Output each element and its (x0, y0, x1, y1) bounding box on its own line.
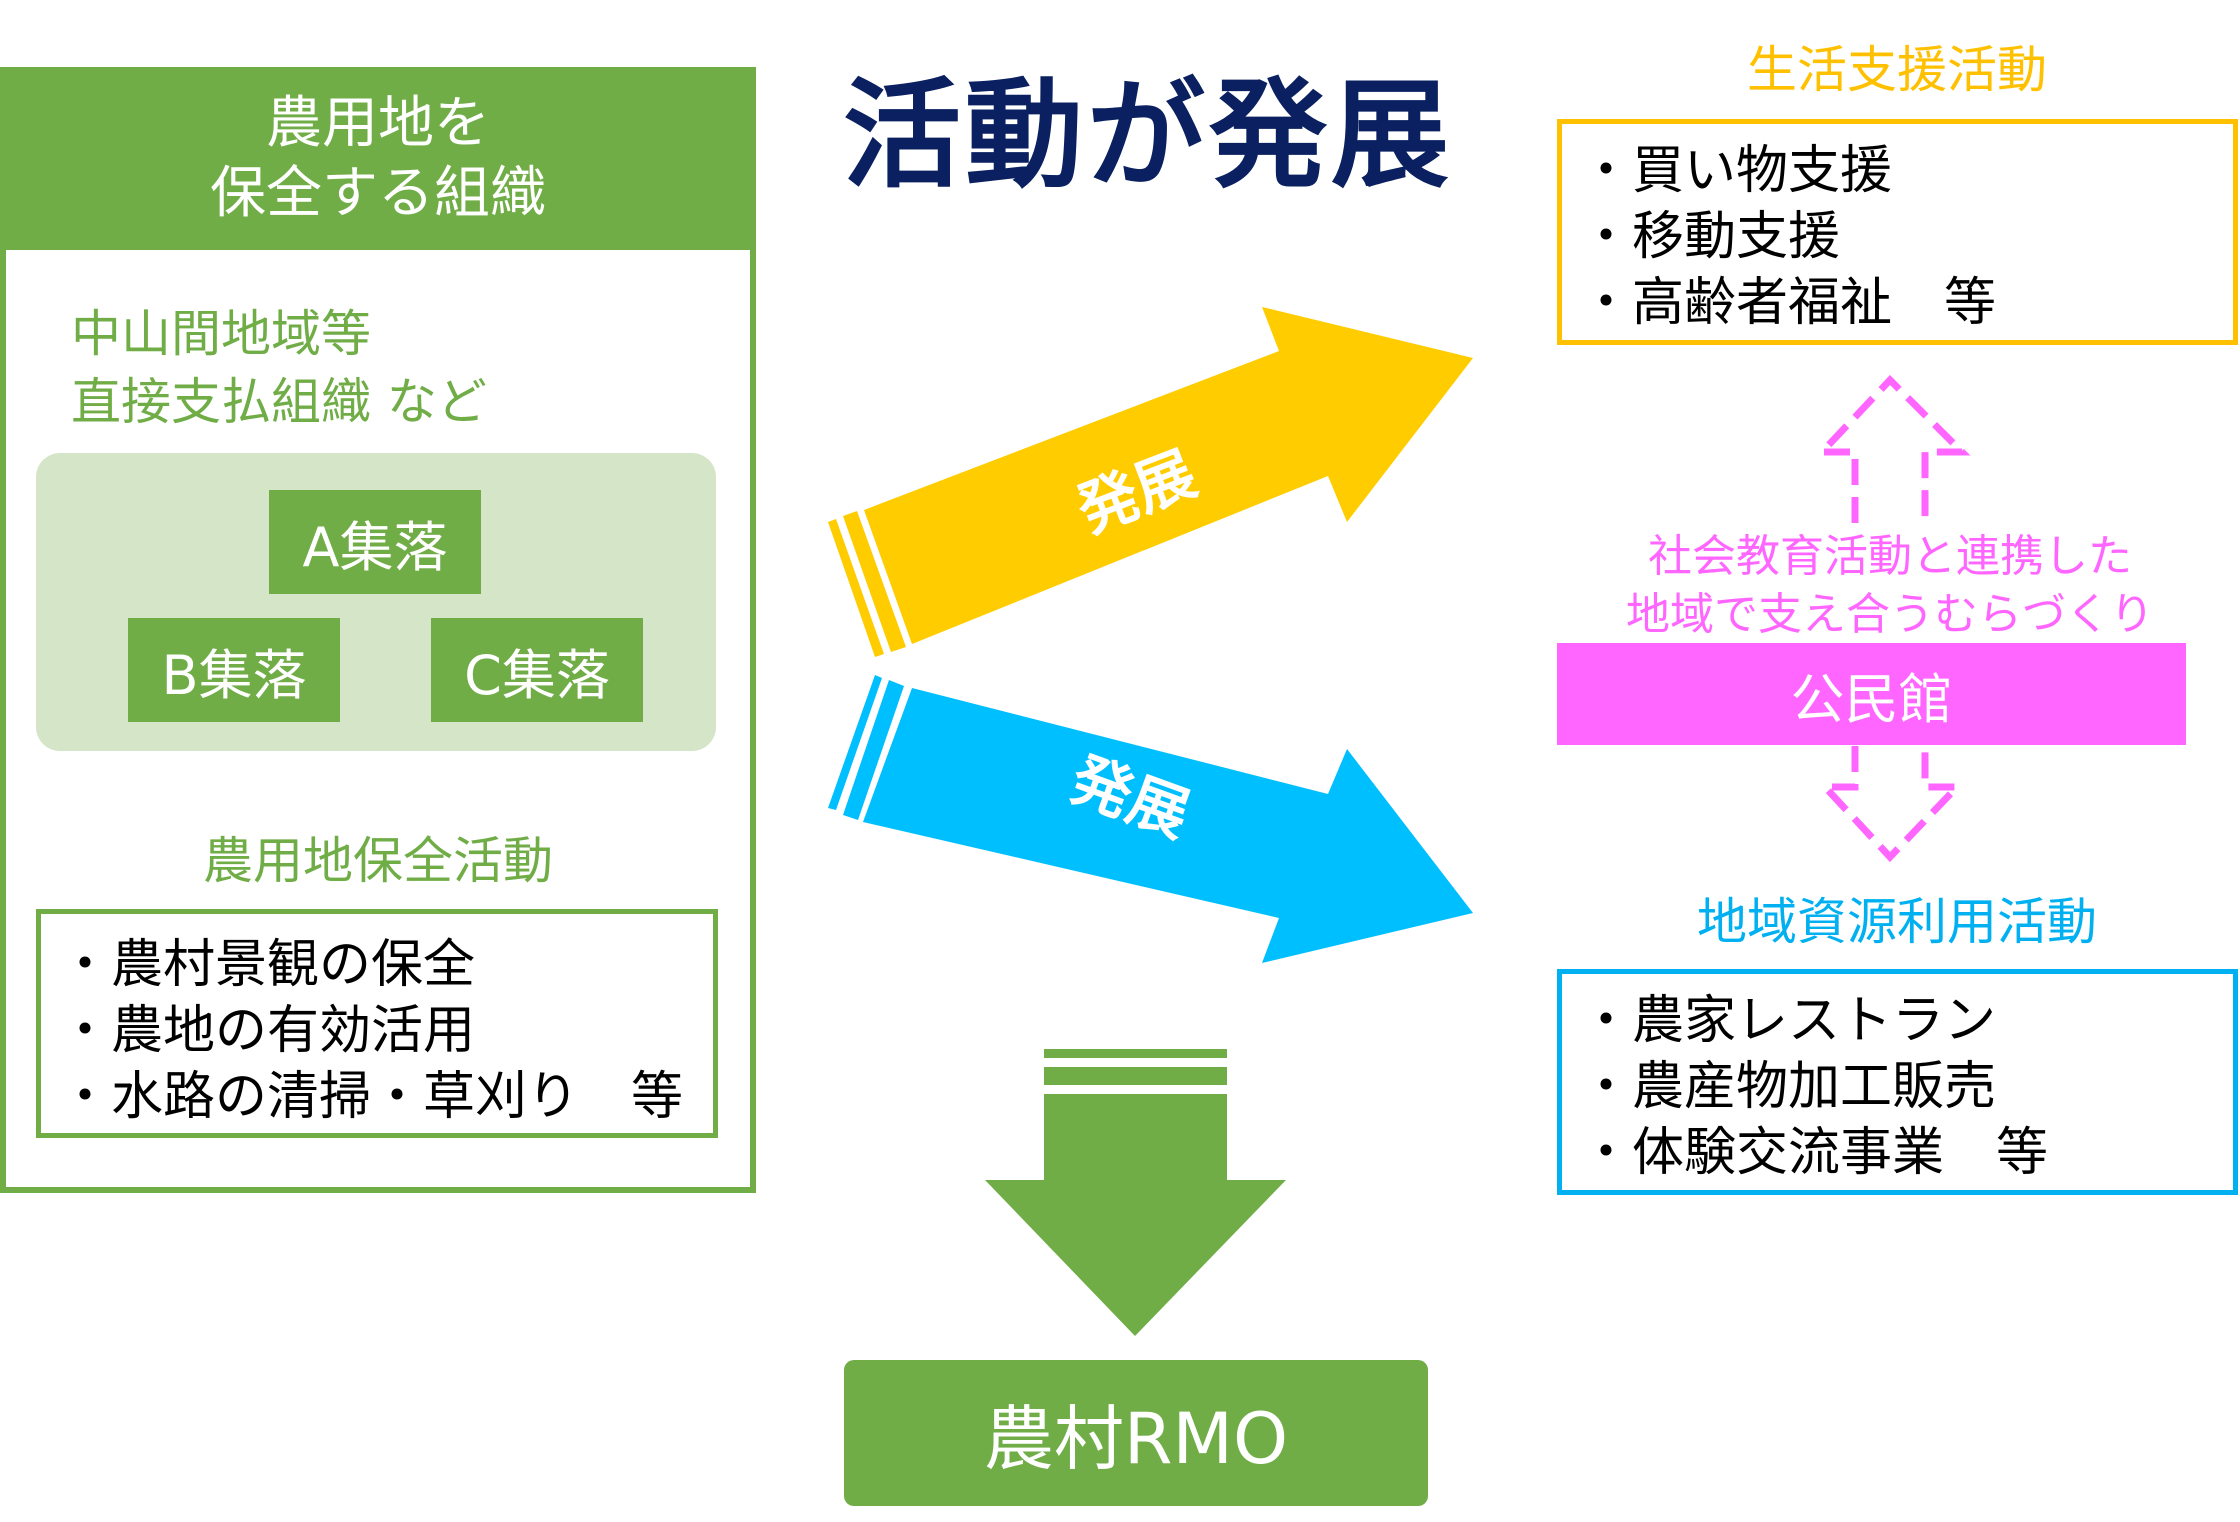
village-c: C集落 (431, 618, 643, 722)
organization-subtitle: 中山間地域等 直接支払組織 など (71, 300, 487, 436)
community-link-arrow-up (1813, 374, 1971, 523)
dashed-arrow-up-outline (1813, 374, 1971, 523)
list-item: ・高齢者福祉 等 (1580, 273, 1997, 333)
life-support-box: ・買い物支援 ・移動支援 ・高齢者福祉 等 (1557, 119, 2238, 345)
local-resource-title: 地域資源利用活動 (1697, 893, 2097, 951)
organization-header: 農用地を 保全する組織 (0, 67, 756, 250)
rmo-arrow-body (985, 1094, 1286, 1336)
community-text-line-2: 地域で支え合うむらづくり (1626, 589, 2154, 640)
life-support-title: 生活支援活動 (1747, 41, 2047, 99)
arrow-down-stripe-1 (828, 675, 882, 810)
organization-subtitle-line-2: 直接支払組織 など (71, 373, 487, 431)
rmo-arrow (985, 1049, 1286, 1336)
conservation-activities-box: ・農村景観の保全 ・農地の有効活用 ・水路の清掃・草刈り 等 (36, 909, 718, 1138)
list-item: ・体験交流事業 等 (1580, 1123, 2049, 1183)
rural-rmo-box: 農村RMO (844, 1360, 1428, 1506)
list-item: ・農家レストラン (1580, 991, 1997, 1051)
list-item: ・水路の清掃・草刈り 等 (59, 1067, 684, 1127)
arrow-up-body (864, 307, 1473, 644)
develop-arrow-down: 発展 (828, 675, 1473, 963)
list-item: ・移動支援 (1580, 207, 1841, 267)
list-item: ・買い物支援 (1580, 141, 1893, 201)
arrow-down-stripe-2 (843, 680, 904, 820)
village-b: B集落 (128, 618, 340, 722)
local-resource-box: ・農家レストラン ・農産物加工販売 ・体験交流事業 等 (1557, 969, 2238, 1195)
organization-header-line-2: 保全する組織 (210, 160, 546, 226)
community-text-line-1: 社会教育活動と連携した (1648, 531, 2132, 582)
develop-arrow-up: 発展 (828, 307, 1473, 657)
arrow-down-body (863, 688, 1473, 963)
list-item: ・農地の有効活用 (59, 1001, 476, 1061)
village-a: A集落 (269, 490, 481, 594)
dashed-arrow-down-outline (1816, 746, 1966, 863)
conservation-activities-title: 農用地保全活動 (203, 832, 553, 890)
community-link-arrow-down (1816, 746, 1966, 863)
main-title: 活動が発展 (843, 66, 1454, 204)
rmo-arrow-stripe-1 (1044, 1049, 1227, 1058)
list-item: ・農村景観の保全 (59, 935, 476, 995)
arrow-up-stripe-2 (843, 511, 906, 652)
rmo-arrow-stripe-2 (1044, 1067, 1227, 1085)
organization-header-line-1: 農用地を (266, 90, 490, 156)
community-description: 社会教育活動と連携した 地域で支え合うむらづくり (1560, 528, 2220, 644)
organization-subtitle-line-1: 中山間地域等 (71, 305, 371, 363)
arrow-up-stripe-1 (828, 519, 884, 657)
list-item: ・農産物加工販売 (1580, 1057, 1997, 1117)
community-hall-bar: 公民館 (1557, 643, 2186, 745)
